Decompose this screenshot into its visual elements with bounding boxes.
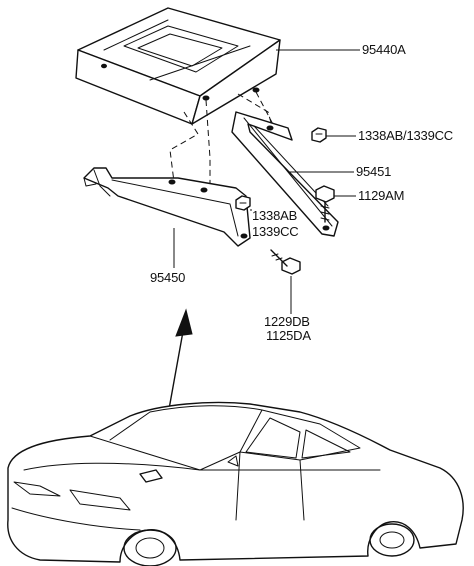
label-nut-lower-b: 1339CC (252, 224, 299, 239)
right-bracket (231, 111, 339, 237)
label-nut-upper: 1338AB/1339CC (358, 128, 453, 143)
nut-lower (235, 195, 251, 211)
label-bolt-lower-a: 1229DB (264, 314, 310, 329)
bolt-right (315, 185, 335, 223)
vehicle-outline (7, 401, 464, 566)
nut-upper (311, 127, 327, 143)
label-bolt-lower-b: 1125DA (266, 328, 311, 343)
label-bracket-left: 95450 (150, 270, 185, 285)
ecu-location-marker (139, 469, 163, 483)
left-bracket (83, 167, 251, 247)
ecu-module (75, 7, 281, 125)
label-nut-lower-a: 1338AB (252, 208, 297, 223)
label-bracket-right: 95451 (356, 164, 391, 179)
label-ecu: 95440A (362, 42, 406, 57)
bolt-lower (270, 249, 301, 275)
label-bolt-right: 1129AM (358, 188, 404, 203)
